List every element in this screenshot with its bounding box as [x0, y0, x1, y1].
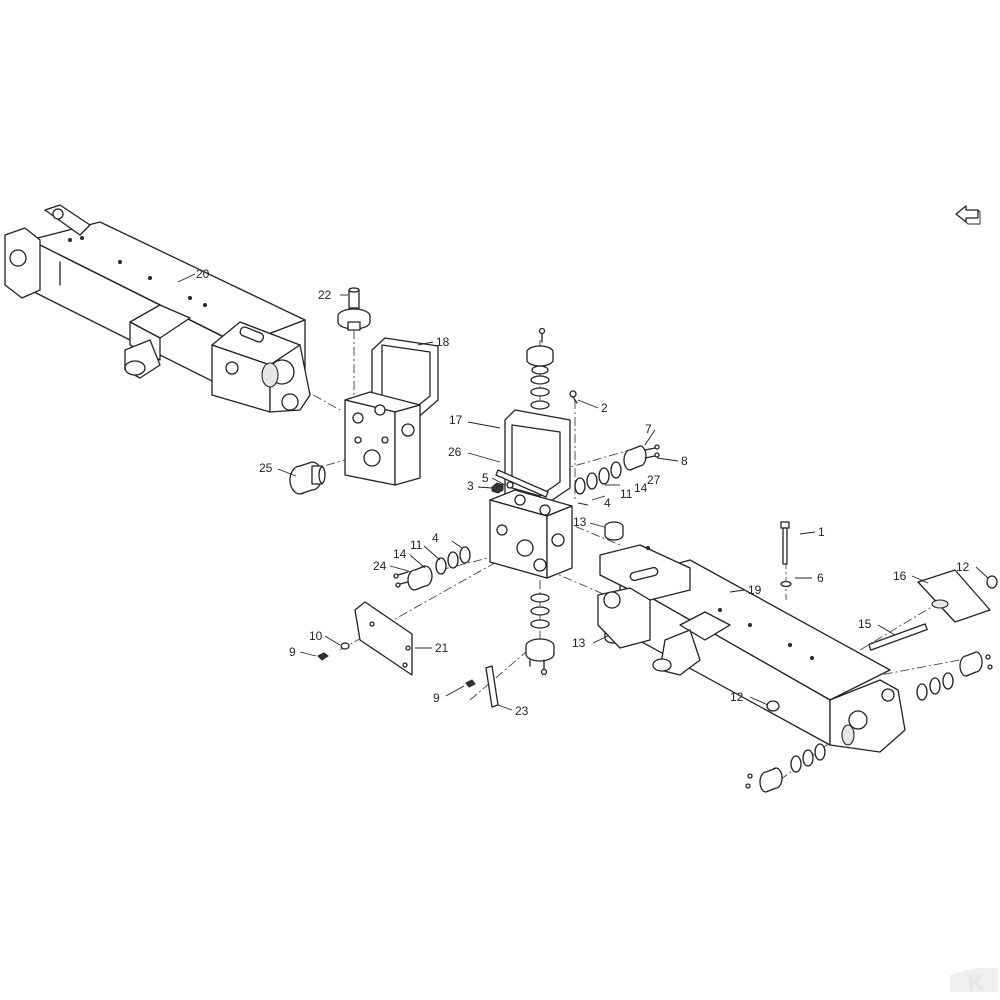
- arrow-left-down-icon: [955, 205, 981, 225]
- brand-logo-text: K: [968, 970, 984, 995]
- brand-logo: K: [950, 968, 998, 995]
- ring-stack-far-right: [745, 651, 993, 793]
- part-label-26: 26: [448, 445, 462, 459]
- part-label-3: 3: [467, 479, 474, 493]
- cover-and-pin: [766, 569, 998, 712]
- cover-plate: [317, 601, 413, 676]
- ring-stack-left: [393, 546, 471, 591]
- ring-stack-right: [574, 444, 660, 495]
- part-label-27: 27: [647, 473, 661, 487]
- upper-pivot-stack: [526, 327, 554, 410]
- part-label-19: 19: [748, 583, 762, 597]
- part-label-24: 24: [373, 559, 387, 573]
- part-label-13-lower: 13: [572, 636, 586, 650]
- part-label-20: 20: [196, 267, 210, 281]
- bolt-and-washer: [780, 521, 792, 588]
- part-label-2: 2: [601, 401, 608, 415]
- part-label-23: 23: [515, 704, 529, 718]
- part-label-18: 18: [436, 335, 450, 349]
- beam-left: [4, 204, 311, 413]
- part-label-7: 7: [645, 422, 652, 436]
- part-label-21: 21: [435, 641, 449, 655]
- part-label-17: 17: [449, 413, 463, 427]
- small-hardware-center: [491, 390, 578, 498]
- part-label-10: 10: [309, 629, 323, 643]
- part-label-14-left: 14: [393, 547, 407, 561]
- part-label-5: 5: [482, 471, 489, 485]
- part-label-16: 16: [893, 569, 907, 583]
- part-label-12-right: 12: [956, 560, 970, 574]
- part-label-9-left: 9: [289, 645, 296, 659]
- bracket-center: [489, 409, 573, 579]
- end-cap-left: [289, 461, 326, 495]
- part-label-12-lower: 12: [730, 690, 744, 704]
- part-label-8: 8: [681, 454, 688, 468]
- part-label-6: 6: [817, 571, 824, 585]
- bracket-left: [344, 337, 439, 486]
- leader-lines: [177, 273, 989, 711]
- part-label-15: 15: [858, 617, 872, 631]
- part-label-11-upper: 11: [620, 487, 633, 501]
- part-label-14-upper: 14: [634, 481, 648, 495]
- beam-right: [597, 544, 906, 753]
- part-label-9-lower: 9: [433, 691, 440, 705]
- part-label-11-left: 11: [410, 538, 423, 552]
- part-labels: 20 22 18 25 17 26 5 3 2 7 8 27 14 11 4 1…: [196, 267, 970, 718]
- part-label-4-upper: 4: [604, 496, 611, 510]
- pivot-pin-upper-left: [337, 287, 371, 331]
- strap: [465, 665, 499, 708]
- lower-pivot-stack: [525, 593, 555, 676]
- part-label-4-left: 4: [432, 531, 439, 545]
- part-label-1: 1: [818, 525, 825, 539]
- part-label-25: 25: [259, 461, 273, 475]
- part-label-13-upper: 13: [573, 515, 587, 529]
- part-label-22: 22: [318, 288, 332, 302]
